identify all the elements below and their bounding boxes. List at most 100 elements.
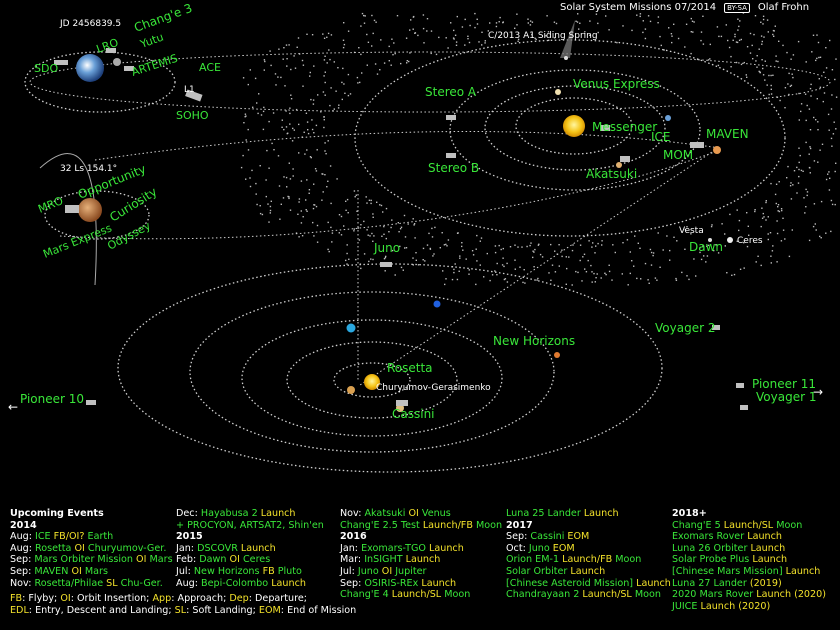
asteroid-dot — [254, 77, 257, 80]
asteroid-dot — [800, 103, 803, 105]
asteroid-dot — [481, 31, 483, 33]
asteroid-dot — [816, 98, 818, 100]
asteroid-dot — [329, 58, 331, 61]
legend-line-2: EDL: Entry, Descent and Landing; SL: Sof… — [10, 605, 356, 617]
asteroid-dot — [537, 277, 539, 280]
asteroid-dot — [721, 223, 723, 225]
license-badge: BY-SA — [724, 3, 750, 13]
asteroid-dot — [385, 255, 387, 258]
event-row: Mar: InSIGHT Launch — [340, 554, 502, 566]
asteroid-dot — [762, 74, 765, 76]
event-type: FB — [262, 565, 278, 577]
asteroid-dot — [288, 162, 290, 164]
asteroid-dot — [690, 52, 692, 55]
asteroid-dot — [469, 24, 471, 27]
legend-text: : Soft Landing; — [186, 604, 259, 616]
label-odyssey: Odyssey — [105, 219, 153, 253]
asteroid-dot — [830, 137, 833, 140]
asteroid-dot — [279, 218, 281, 220]
asteroid-dot — [710, 225, 713, 228]
asteroid-dot — [330, 34, 333, 36]
asteroid-dot — [739, 268, 742, 270]
asteroid-dot — [506, 262, 508, 265]
asteroid-dot — [480, 237, 483, 239]
asteroid-dot — [527, 18, 529, 20]
events-2016-cont-list: Luna 25 Lander Launch — [506, 508, 671, 520]
asteroid-dot — [529, 20, 532, 22]
asteroid-dot — [406, 60, 408, 62]
asteroid-dot — [391, 249, 394, 252]
event-mission: Hayabusa 2 — [200, 508, 261, 519]
asteroid-dot — [805, 188, 807, 191]
asteroid-dot — [593, 272, 595, 275]
asteroid-dot — [835, 128, 837, 130]
cassini-spacecraft-icon — [396, 400, 408, 406]
asteroid-dot — [735, 41, 738, 43]
events-year-2018plus: 2018+ — [672, 508, 707, 519]
asteroid-dot — [652, 254, 654, 257]
asteroid-dot — [760, 35, 763, 37]
event-month: Chang'E 5 — [672, 519, 724, 531]
asteroid-dot — [262, 128, 265, 131]
asteroid-dot — [700, 31, 703, 33]
event-month: Luna 26 Orbiter — [672, 542, 751, 554]
asteroid-dot — [778, 210, 781, 213]
legend-abbr: App — [152, 593, 172, 605]
asteroid-dot — [417, 264, 420, 266]
event-mission: Juno — [528, 542, 553, 554]
asteroid-dot — [273, 149, 275, 151]
event-row: Aug: Bepi-Colombo Launch — [176, 578, 324, 590]
asteroid-dot — [805, 119, 807, 122]
event-month: Mar: — [340, 554, 365, 566]
asteroid-dot — [717, 252, 720, 254]
asteroid-dot — [805, 61, 807, 63]
asteroid-dot — [295, 108, 298, 111]
event-type: OI — [136, 554, 150, 566]
asteroid-dot — [347, 30, 350, 32]
asteroid-dot — [738, 229, 740, 232]
asteroid-dot — [777, 60, 779, 63]
asteroid-dot — [541, 256, 544, 258]
asteroid-dot — [771, 250, 774, 252]
asteroid-dot — [797, 40, 800, 43]
asteroid-dot — [422, 14, 425, 16]
asteroid-dot — [314, 168, 317, 170]
asteroid-dot — [713, 249, 715, 252]
event-mission: InSIGHT — [364, 554, 406, 566]
asteroid-dot — [652, 252, 655, 254]
asteroid-dot — [711, 224, 713, 226]
asteroid-dot — [743, 267, 745, 269]
asteroid-dot — [642, 20, 644, 22]
asteroid-dot — [792, 184, 794, 186]
asteroid-dot — [579, 22, 581, 24]
label-comet: C/2013 A1 Siding Spring — [488, 31, 598, 41]
asteroid-dot — [517, 246, 519, 248]
asteroid-dot — [830, 199, 833, 202]
asteroid-dot — [456, 232, 459, 234]
asteroid-dot — [292, 127, 294, 130]
asteroid-dot — [740, 63, 743, 66]
event-target: Ceres — [242, 554, 271, 566]
asteroid-dot — [286, 58, 288, 60]
asteroid-dot — [491, 274, 494, 276]
asteroid-dot — [257, 112, 259, 115]
asteroid-dot — [770, 88, 772, 90]
asteroid-dot — [829, 177, 831, 179]
asteroid-dot — [438, 36, 440, 39]
asteroid-dot — [797, 182, 800, 184]
asteroid-dot — [394, 274, 396, 276]
asteroid-dot — [376, 201, 378, 203]
asteroid-dot — [706, 255, 709, 257]
event-type: Launch/SL — [582, 589, 635, 601]
asteroid-dot — [379, 69, 381, 71]
inner-orbits — [24, 39, 786, 240]
asteroid-dot — [494, 251, 497, 254]
asteroid-dot — [323, 59, 326, 61]
asteroid-dot — [277, 76, 279, 78]
asteroid-dot — [306, 121, 309, 123]
asteroid-dot — [786, 177, 788, 179]
asteroid-dot — [455, 41, 458, 43]
asteroid-dot — [323, 126, 325, 129]
